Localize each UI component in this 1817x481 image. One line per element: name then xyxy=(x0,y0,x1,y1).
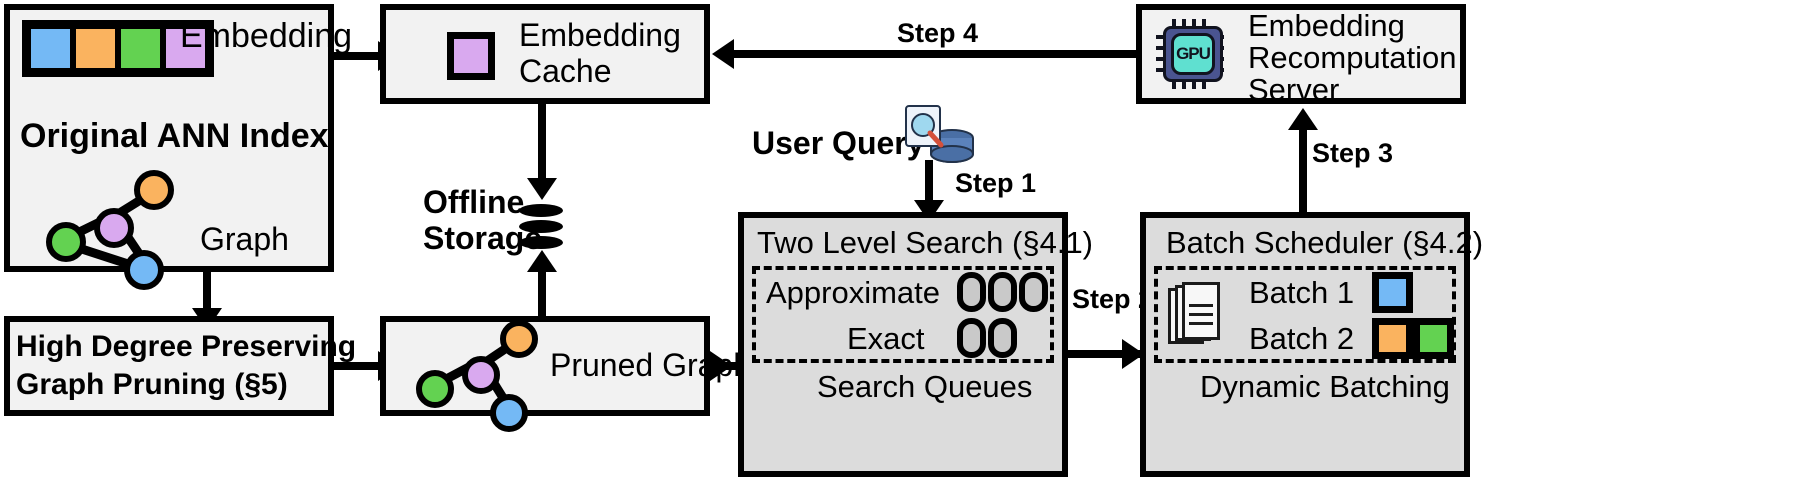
batch-1-swatch-blue xyxy=(1372,272,1413,313)
graph-pruning-line2: Graph Pruning (§5) xyxy=(16,368,288,401)
graph-node-green xyxy=(416,370,454,408)
batch-2-label: Batch 2 xyxy=(1249,321,1355,356)
arrow-cache-to-storage-line xyxy=(538,104,546,182)
embedding-swatch-purple xyxy=(163,26,208,71)
approximate-label: Approximate xyxy=(766,275,941,310)
two-level-search-title: Two Level Search (§4.1) xyxy=(757,225,1094,260)
embedding-cache-line2: Cache xyxy=(519,53,612,89)
step1-label: Step 1 xyxy=(955,168,1037,198)
exact-label: Exact xyxy=(847,321,925,356)
arrow-prunedgraph-to-storage-line xyxy=(538,268,546,342)
step3-label: Step 3 xyxy=(1312,138,1394,168)
pruned-graph-label: Pruned Graph xyxy=(550,347,752,383)
offline-storage-line1: Offline xyxy=(423,184,525,220)
graph-pruning-line1: High Degree Preserving xyxy=(16,330,357,363)
user-query-label: User Query xyxy=(752,125,925,161)
dynamic-batching-footer: Dynamic Batching xyxy=(1200,369,1450,404)
recomputation-server-line3: Server xyxy=(1248,72,1340,107)
graph-node-green xyxy=(46,222,86,262)
arrow-step3-head xyxy=(1288,108,1318,130)
embedding-cache-line1: Embedding xyxy=(519,17,681,53)
arrow-pruning-to-prunedgraph-line xyxy=(334,362,382,370)
batch-1-label: Batch 1 xyxy=(1249,275,1355,310)
graph-label: Graph xyxy=(200,221,289,257)
search-queues-dashed-region xyxy=(752,266,1054,363)
recomputation-server-line2: Recomputation xyxy=(1248,40,1457,75)
exact-queue-slot[interactable] xyxy=(988,318,1017,358)
batch-2-swatch-orange xyxy=(1372,318,1413,359)
dynamic-batching-dashed-region xyxy=(1154,266,1456,363)
arrow-prunedgraph-to-search-line xyxy=(710,362,760,370)
panel-embedding-cache xyxy=(380,4,710,104)
graph-node-purple xyxy=(94,208,134,248)
embedding-swatch-green xyxy=(118,26,163,71)
document-stack-icon xyxy=(1168,282,1224,348)
database-cylinder-icon xyxy=(519,204,563,252)
approximate-queue-slot[interactable] xyxy=(988,272,1017,312)
approximate-queue-slot[interactable] xyxy=(1019,272,1048,312)
graph-node-blue xyxy=(490,394,528,432)
batch-scheduler-title: Batch Scheduler (§4.2) xyxy=(1166,225,1484,260)
recomputation-server-line1: Embedding xyxy=(1248,8,1405,43)
graph-node-purple xyxy=(462,356,500,394)
embedding-swatch-orange xyxy=(73,26,118,71)
arrow-cache-to-storage-head xyxy=(527,178,557,200)
search-queues-footer: Search Queues xyxy=(817,369,1033,404)
embedding-label: Embedding xyxy=(180,17,353,55)
arrow-step1-line xyxy=(925,160,933,206)
graph-node-orange xyxy=(134,170,174,210)
embedding-swatch-blue xyxy=(28,26,73,71)
arrow-step4-head xyxy=(712,39,734,69)
panel-graph-pruning xyxy=(4,316,334,416)
arrow-step2-head xyxy=(1122,339,1144,369)
arrow-prunedgraph-to-storage-head xyxy=(527,250,557,272)
graph-node-orange xyxy=(500,320,538,358)
arrow-step4-line xyxy=(734,50,1138,58)
original-ann-index-title: Original ANN Index xyxy=(20,117,329,155)
purple-square-icon xyxy=(447,32,495,80)
batch-2-swatch-green xyxy=(1413,318,1454,359)
arrow-prunedgraph-to-search-head xyxy=(710,351,732,381)
gpu-chip-icon: GPU xyxy=(1156,19,1224,89)
step4-label: Step 4 xyxy=(897,18,979,48)
embedding-swatch-row xyxy=(22,20,214,77)
approximate-queue-slot[interactable] xyxy=(957,272,986,312)
arrow-index-to-pruning-line xyxy=(203,272,211,312)
arrow-step3-line xyxy=(1299,130,1307,212)
arrow-step2-line xyxy=(1068,350,1142,358)
arrow-index-to-cache-line xyxy=(334,52,382,60)
pruned-graph-visual xyxy=(410,318,538,432)
graph-node-blue xyxy=(124,250,164,290)
exact-queue-slot[interactable] xyxy=(957,318,986,358)
original-index-graph xyxy=(40,168,174,290)
gpu-chip-core-label: GPU xyxy=(1171,33,1215,75)
query-search-database-icon xyxy=(900,104,976,170)
